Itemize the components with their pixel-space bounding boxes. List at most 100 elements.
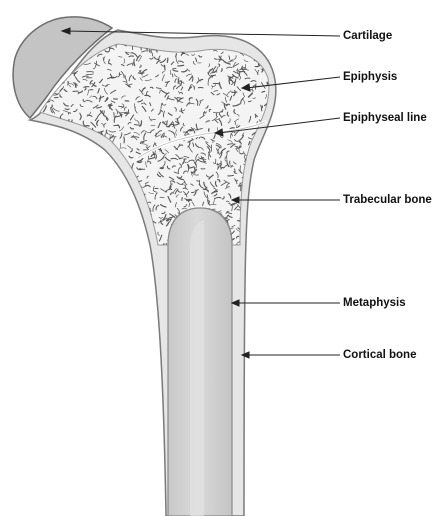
trabecula [93,248,95,252]
trabecula [34,134,36,139]
trabecula [265,40,266,45]
trabecula [53,162,56,163]
trabecula [126,241,128,243]
trabecula [112,181,117,183]
trabecula [39,134,43,135]
trabecula [252,189,255,194]
trabecula [91,154,92,158]
trabecula [247,221,254,222]
trabecula [111,246,113,250]
trabecula [142,230,146,231]
trabecula [73,190,79,191]
trabecula [267,243,268,247]
label-cartilage: Cartilage [343,29,392,43]
trabecula [57,145,63,147]
trabecula [59,141,62,145]
trabecula [79,221,85,222]
trabecula [100,241,105,242]
trabecula [54,143,55,149]
trabecula [255,206,259,207]
trabecula [53,158,55,164]
trabecula [91,179,98,180]
trabecula [84,202,85,205]
trabecula [100,237,105,239]
trabecula [67,224,69,228]
trabecula [120,242,122,248]
trabecula [189,167,192,168]
trabecula [35,234,39,238]
trabecula [75,212,77,218]
trabecula [124,137,125,143]
trabecula [118,180,120,181]
trabecula [80,183,83,187]
trabecula [249,216,251,219]
trabecula [82,226,86,228]
trabecula [141,248,142,251]
trabecula [120,226,124,230]
trabecula [127,233,129,235]
trabecula [33,242,36,248]
label-metaphysis: Metaphysis [343,296,406,310]
trabecula [32,190,36,195]
trabecula [52,139,55,144]
trabecula [76,156,78,157]
trabecula [67,155,70,156]
trabecula [94,242,95,245]
trabecula [133,247,134,250]
trabecula [98,173,101,176]
trabecula [65,213,67,214]
trabecula [63,249,66,250]
trabecula [268,172,272,173]
trabecula [66,157,72,160]
trabecula [101,223,105,225]
trabecula [34,233,35,236]
trabecula [250,232,257,233]
trabecula [274,240,277,241]
trabecula [83,192,84,196]
trabecula [83,183,86,189]
trabecula [77,226,78,229]
trabecula [48,158,50,163]
trabecula [40,217,42,220]
trabecula [51,236,56,240]
trabecula [265,48,267,53]
trabecula [81,194,82,200]
trabecula [76,197,77,202]
trabecula [272,150,273,155]
trabecula [262,187,263,190]
trabecula [39,216,45,219]
trabecula [103,191,105,195]
trabecula [69,204,72,208]
trabecula [270,217,273,223]
trabecula [61,193,64,198]
trabecula [73,219,75,225]
trabecula [255,162,260,165]
trabecula [41,153,46,157]
trabecula [109,209,110,214]
trabecula [117,178,121,180]
trabecula [45,229,48,232]
trabecula [88,171,89,176]
trabecula [55,222,60,225]
trabecula [110,182,113,183]
trabecula [61,248,67,250]
trabecula [251,180,254,181]
trabecula [259,175,262,181]
trabecula [129,214,133,218]
trabecula [67,140,71,145]
trabecula [66,229,68,232]
trabecula [71,150,75,151]
trabecula [105,233,109,237]
trabecula [67,232,71,235]
trabecula [69,246,70,250]
trabecula [253,217,259,219]
trabecula [138,222,140,228]
trabecula [60,188,62,192]
trabecula [66,178,68,180]
trabecula [261,240,267,242]
marrow-highlight [190,220,204,516]
trabecula [63,129,65,131]
trabecula [84,224,90,225]
trabecula [70,172,72,176]
trabecula [115,198,116,202]
